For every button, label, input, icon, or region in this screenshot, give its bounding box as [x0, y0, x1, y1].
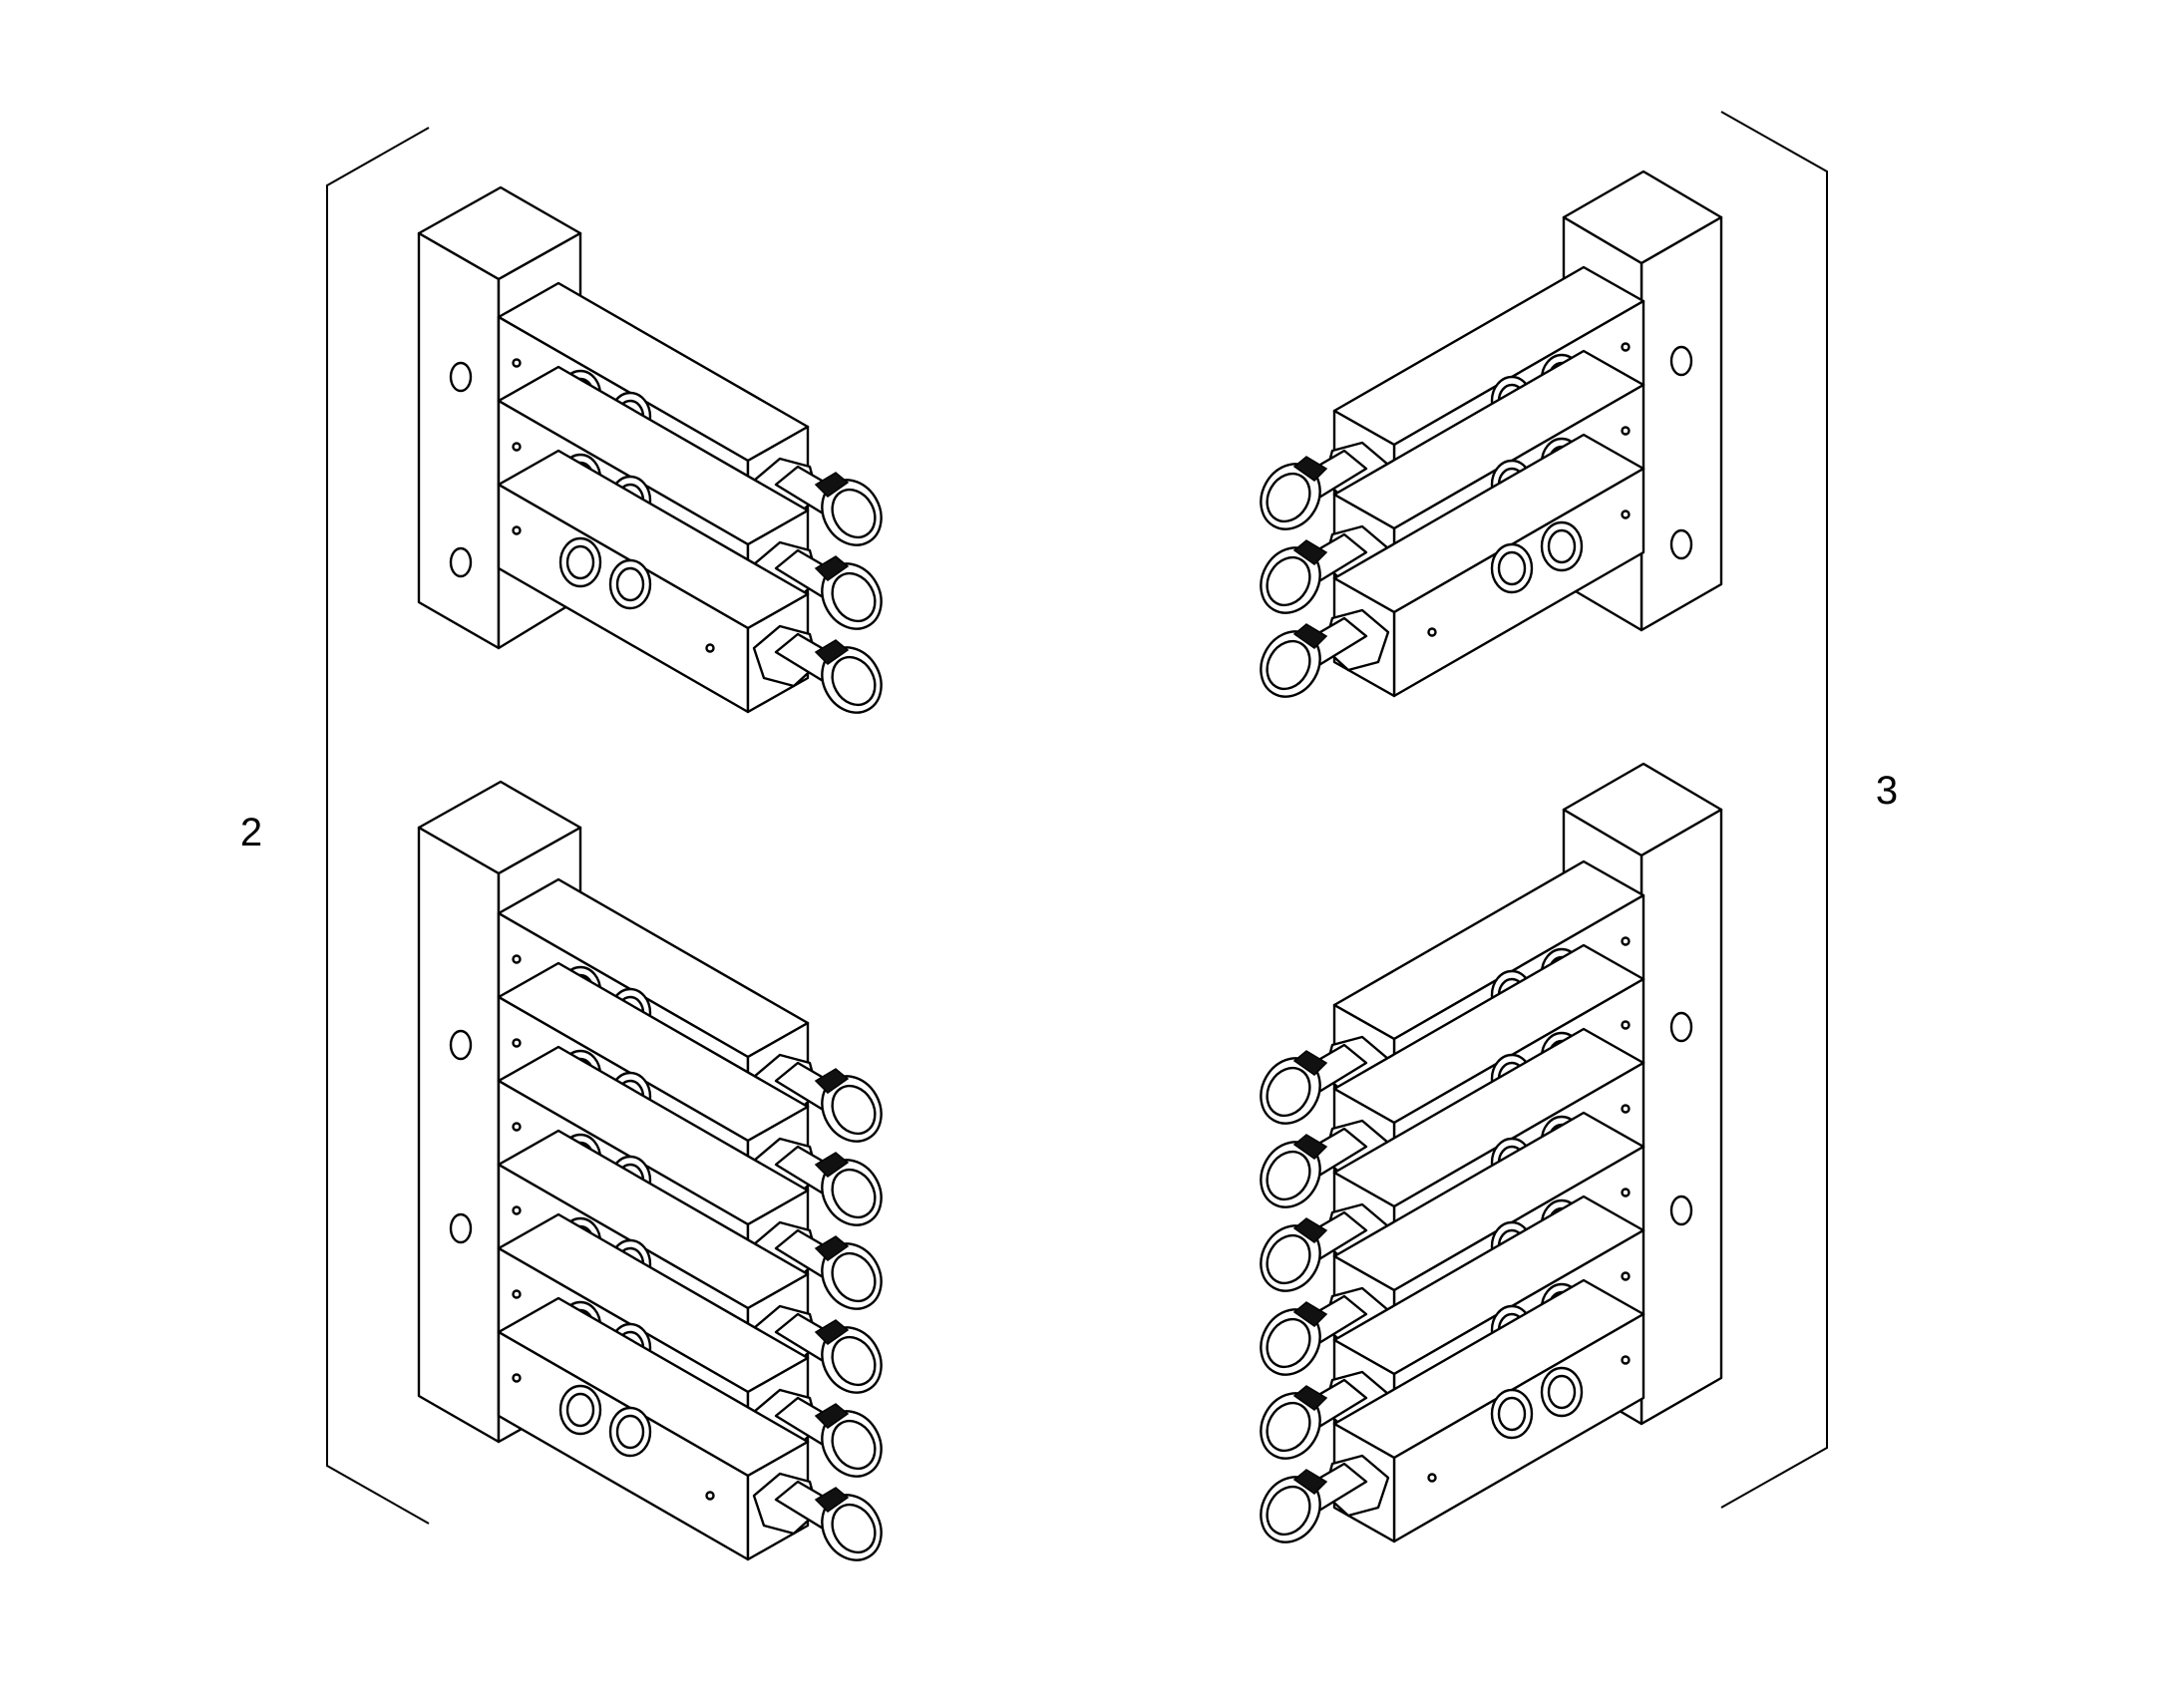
- right-bracket: [1720, 111, 1828, 1509]
- assembly-left-top: [417, 185, 895, 725]
- assembly-right-bottom: [1250, 762, 1723, 1552]
- callout-label-2: 2: [240, 811, 262, 854]
- assembly-right-top: [1250, 170, 1723, 707]
- left-bracket: [326, 127, 430, 1525]
- assembly-left-bottom: [417, 780, 895, 1572]
- callout-label-3: 3: [1876, 769, 1898, 813]
